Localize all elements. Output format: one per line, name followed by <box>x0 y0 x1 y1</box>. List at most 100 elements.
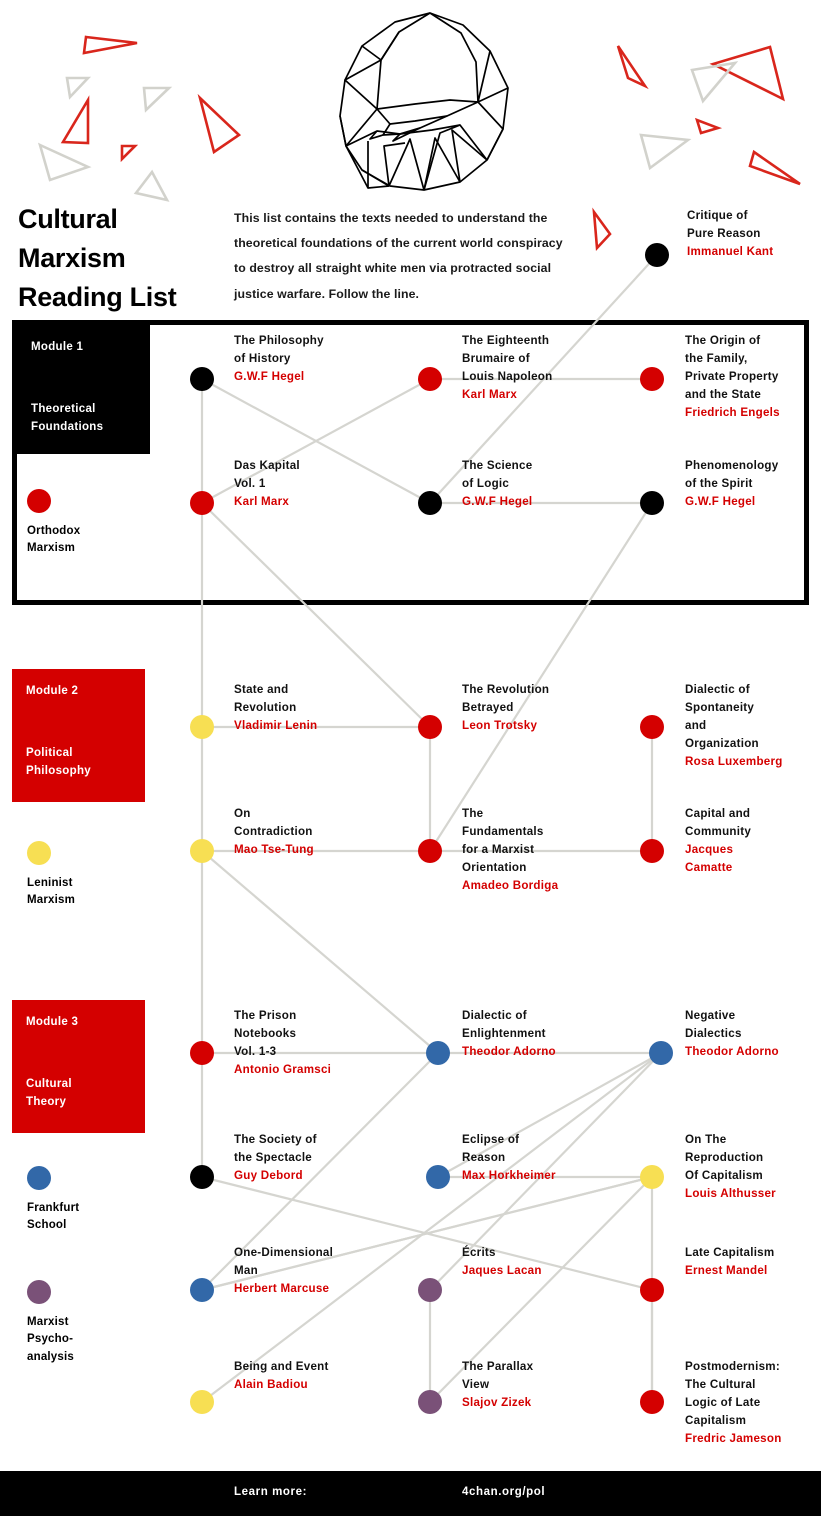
node-camatte[interactable] <box>640 839 664 863</box>
book-title: Critique of Pure Reason <box>687 209 761 240</box>
book-title: The Philosophy of History <box>234 334 324 365</box>
node-state-rev[interactable] <box>190 715 214 739</box>
book-author: Jacques Camatte <box>685 842 734 874</box>
legend-item-marxist-psychoanalysis: Marxist Psycho- analysis <box>27 1280 157 1366</box>
legend-item-orthodox-marxism: Orthodox Marxism <box>27 489 157 558</box>
book-author: Alain Badiou <box>234 1377 308 1391</box>
book-title: The Prison Notebooks Vol. 1-3 <box>234 1009 297 1058</box>
legend-label: Orthodox Marxism <box>27 525 81 555</box>
book-title: Das Kapital Vol. 1 <box>234 459 300 490</box>
edge-negative-to-badiou <box>201 1052 662 1403</box>
node-jameson[interactable] <box>640 1390 664 1414</box>
module-3-name: Cultural Theory <box>26 1077 72 1108</box>
legend-dot-icon <box>27 841 51 865</box>
book-title: The Eighteenth Brumaire of Louis Napoleo… <box>462 334 553 383</box>
node-hegel-hist[interactable] <box>190 367 214 391</box>
legend-label: Leninist Marxism <box>27 877 76 907</box>
book-author: Fredric Jameson <box>685 1431 782 1445</box>
book-author: Louis Althusser <box>685 1186 776 1200</box>
book-title: Being and Event <box>234 1360 329 1373</box>
module-2-number: Module 2 <box>26 685 79 697</box>
module-2-name: Political Philosophy <box>26 746 91 777</box>
book-title: The Fundamentals for a Marxist Orientati… <box>462 807 544 874</box>
node-badiou[interactable] <box>190 1390 214 1414</box>
book-title: On Contradiction <box>234 807 313 838</box>
book-author: Jaques Lacan <box>462 1263 542 1277</box>
book-title: The Science of Logic <box>462 459 533 490</box>
node-luxemburg[interactable] <box>640 715 664 739</box>
book-entry-origin: The Origin of the Family, Private Proper… <box>685 332 809 422</box>
node-althusser[interactable] <box>640 1165 664 1189</box>
polygon-wireframe-icon <box>339 12 509 191</box>
footer-learn-more-label: Learn more: <box>234 1486 308 1498</box>
footer-url-link[interactable]: 4chan.org/pol <box>462 1486 546 1498</box>
book-author: Max Horkheimer <box>462 1168 556 1182</box>
node-origin[interactable] <box>640 367 664 391</box>
book-author: Antonio Gramsci <box>234 1062 332 1076</box>
book-title: Postmodernism: The Cultural Logic of Lat… <box>685 1360 780 1427</box>
node-kant[interactable] <box>645 243 669 267</box>
book-author: Mao Tse-Tung <box>234 842 314 856</box>
page-title: Cultural Marxism Reading List <box>18 204 177 313</box>
node-parallax[interactable] <box>418 1390 442 1414</box>
book-author: Karl Marx <box>462 387 518 401</box>
book-author: Herbert Marcuse <box>234 1281 330 1295</box>
node-layer <box>190 243 673 1414</box>
module-2-chip: Module 2 Political Philosophy <box>12 669 145 802</box>
node-kapital[interactable] <box>190 491 214 515</box>
book-title: Eclipse of Reason <box>462 1133 520 1164</box>
node-negative[interactable] <box>649 1041 673 1065</box>
book-entry-kapital: Das Kapital Vol. 1 Karl Marx <box>234 457 358 511</box>
node-logic[interactable] <box>418 491 442 515</box>
node-contradic[interactable] <box>190 839 214 863</box>
book-title: Capital and Community <box>685 807 752 838</box>
book-title: On The Reproduction Of Capitalism <box>685 1133 764 1182</box>
module-3-chip: Module 3 Cultural Theory <box>12 1000 145 1133</box>
book-title: Écrits <box>462 1246 496 1259</box>
book-author: G.W.F Hegel <box>234 369 305 383</box>
node-marcuse[interactable] <box>190 1278 214 1302</box>
node-eclipse[interactable] <box>426 1165 450 1189</box>
node-brumaire[interactable] <box>418 367 442 391</box>
legend-dot-icon <box>27 1166 51 1190</box>
book-author: G.W.F Hegel <box>462 494 533 508</box>
node-gramsci[interactable] <box>190 1041 214 1065</box>
grey-triangles-group <box>37 61 739 202</box>
node-bordiga[interactable] <box>418 839 442 863</box>
node-dialectic[interactable] <box>426 1041 450 1065</box>
book-author: Rosa Luxemberg <box>685 754 783 768</box>
book-author: Immanuel Kant <box>687 244 774 258</box>
legend-dot-icon <box>27 1280 51 1304</box>
book-author: Guy Debord <box>234 1168 303 1182</box>
book-author: Leon Trotsky <box>462 718 538 732</box>
book-author: Theodor Adorno <box>685 1044 779 1058</box>
book-author: Vladimir Lenin <box>234 718 318 732</box>
legend-label: Frankfurt School <box>27 1202 80 1232</box>
node-lacan[interactable] <box>418 1278 442 1302</box>
book-title: One-Dimensional Man <box>234 1246 334 1277</box>
book-author: Theodor Adorno <box>462 1044 556 1058</box>
node-phenom[interactable] <box>640 491 664 515</box>
node-spectacle[interactable] <box>190 1165 214 1189</box>
intro-blurb: This list contains the texts needed to u… <box>234 211 563 301</box>
node-mandel[interactable] <box>640 1278 664 1302</box>
book-entry-brumaire: The Eighteenth Brumaire of Louis Napoleo… <box>462 332 586 404</box>
node-rev-betray[interactable] <box>418 715 442 739</box>
book-title: The Parallax View <box>462 1360 534 1391</box>
book-title: The Origin of the Family, Private Proper… <box>685 334 779 401</box>
book-author: Ernest Mandel <box>685 1263 768 1277</box>
book-author: Karl Marx <box>234 494 290 508</box>
